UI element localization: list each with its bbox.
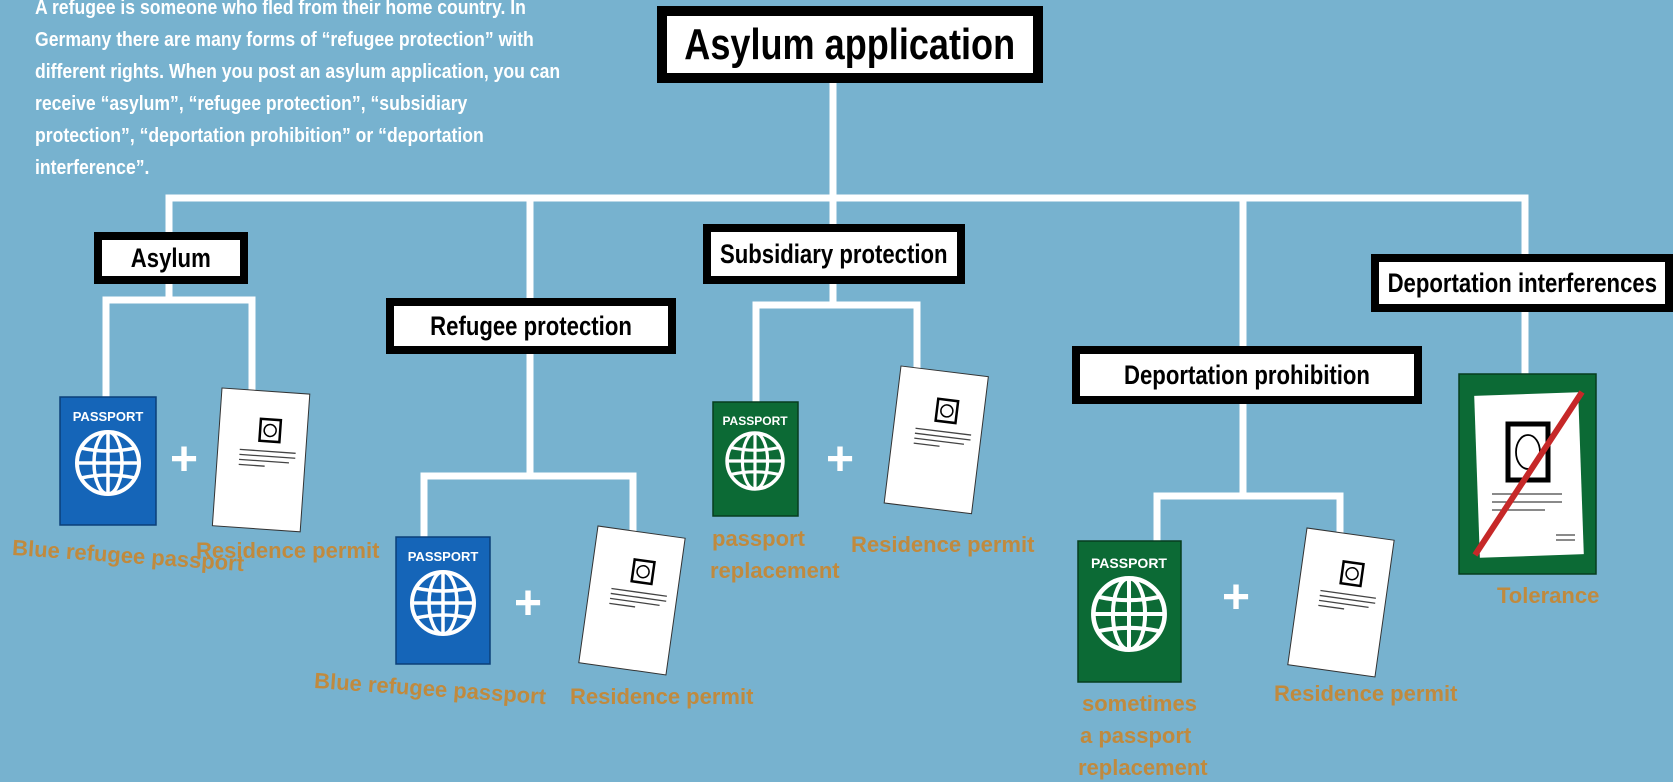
label-residence-permit: Residence permit [570, 684, 754, 709]
label-passport-replacement-line1: passport [712, 526, 805, 551]
residence-permit-icon [211, 386, 312, 534]
svg-text:PASSPORT: PASSPORT [1091, 555, 1167, 571]
green-passport-icon: PASSPORT [712, 401, 799, 517]
node-deportation-interferences-label: Deportation interferences [1387, 267, 1657, 298]
residence-permit-icon [882, 364, 990, 515]
svg-text:PASSPORT: PASSPORT [73, 409, 144, 424]
plus-icon: + [1222, 571, 1251, 624]
node-asylum-label: Asylum [130, 242, 211, 273]
blue-passport-icon: PASSPORT [395, 536, 491, 665]
tolerance-card-icon [1458, 373, 1597, 575]
label-passport-replacement-line1: sometimes [1082, 691, 1197, 716]
root-node: Asylum application [657, 6, 1043, 83]
node-subsidiary-protection: Subsidiary protection [703, 224, 965, 284]
label-passport-replacement-line2: replacement [710, 558, 840, 583]
root-node-label: Asylum application [684, 19, 1016, 69]
label-passport-replacement-line3: replacement [1078, 755, 1208, 780]
plus-icon: + [826, 433, 855, 486]
node-deportation-prohibition: Deportation prohibition [1072, 346, 1422, 404]
node-refugee-protection: Refugee protection [386, 298, 676, 354]
node-asylum: Asylum [94, 232, 248, 284]
svg-text:PASSPORT: PASSPORT [408, 549, 479, 564]
node-subsidiary-protection-label: Subsidiary protection [720, 238, 948, 269]
blue-passport-icon: PASSPORT [59, 396, 157, 526]
plus-icon: + [170, 433, 199, 486]
residence-permit-icon [1286, 526, 1396, 679]
intro-text: A refugee is someone who fled from their… [35, 0, 561, 179]
label-residence-permit: Residence permit [1274, 681, 1458, 706]
label-passport-replacement-line2: a passport [1080, 723, 1192, 748]
plus-icon: + [514, 577, 543, 630]
strike-line [1472, 390, 1585, 557]
green-passport-icon: PASSPORT [1077, 540, 1182, 683]
residence-permit-icon [577, 524, 687, 677]
node-deportation-interferences: Deportation interferences [1371, 254, 1673, 312]
label-residence-permit: Residence permit [196, 538, 380, 563]
svg-text:PASSPORT: PASSPORT [722, 414, 788, 428]
label-tolerance: Tolerance [1497, 583, 1600, 608]
node-deportation-prohibition-label: Deportation prohibition [1124, 359, 1370, 390]
label-residence-permit: Residence permit [851, 532, 1035, 557]
node-refugee-protection-label: Refugee protection [430, 310, 632, 341]
